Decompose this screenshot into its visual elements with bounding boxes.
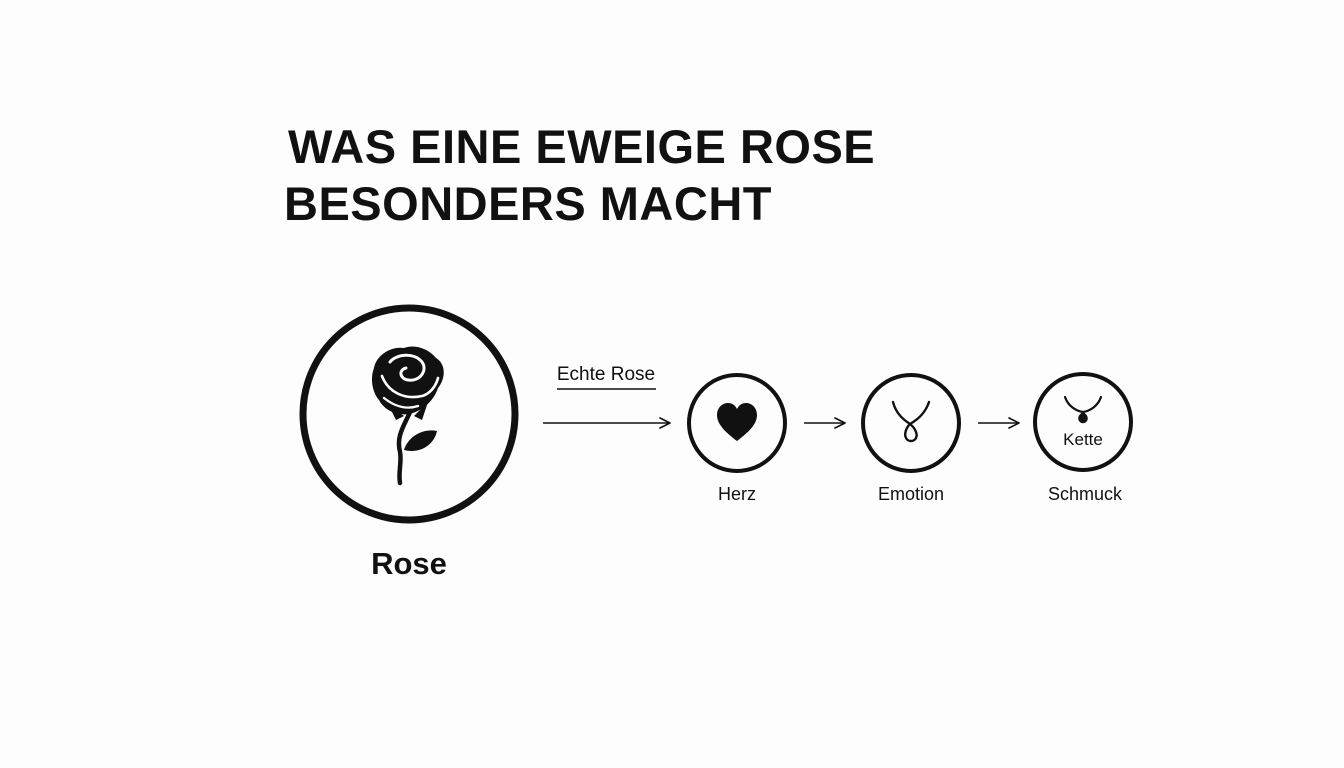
necklace-icon <box>891 400 931 443</box>
herz-node <box>687 373 787 473</box>
emotion-node-circle <box>861 373 961 473</box>
pendant-necklace-icon <box>1063 395 1103 424</box>
herz-node-label: Herz <box>717 484 757 504</box>
schmuck-node-label: Schmuck <box>1047 484 1123 504</box>
schmuck-node <box>1033 372 1133 472</box>
edge-rose-herz <box>543 388 671 429</box>
rose-node-circle <box>299 304 519 524</box>
heart-icon <box>717 403 757 441</box>
title-line-1: WAS EINE EWEIGE ROSE <box>288 120 876 173</box>
rose-icon <box>371 346 444 486</box>
edge-label-echte-rose: Echte Rose <box>556 364 656 385</box>
emotion-node-label: Emotion <box>877 484 945 504</box>
kette-inner-label: Kette <box>1063 430 1103 449</box>
rose-node <box>299 304 519 524</box>
rose-node-label: Rose <box>371 546 447 581</box>
emotion-node <box>861 373 961 473</box>
page-title: WAS EINE EWEIGE ROSE BESONDERS MACHT <box>284 118 875 232</box>
schmuck-node-circle <box>1033 372 1133 472</box>
herz-node-circle <box>687 373 787 473</box>
title-line-2: BESONDERS MACHT <box>284 177 772 230</box>
